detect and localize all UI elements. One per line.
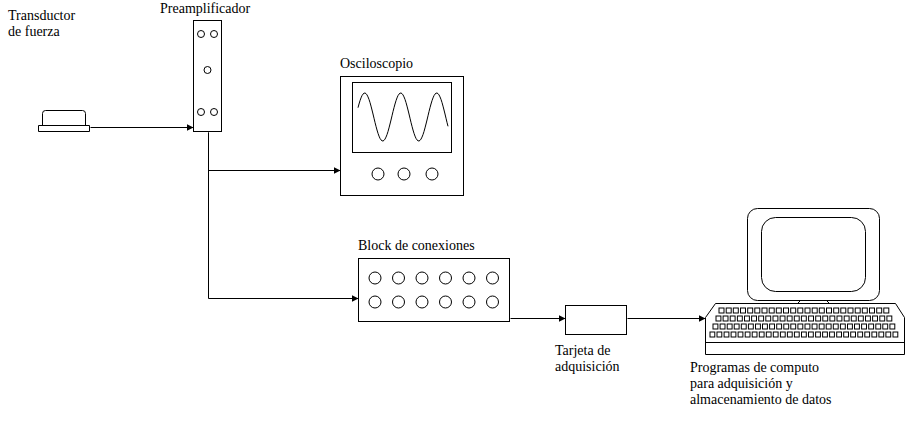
node-label: Preamplificador xyxy=(160,1,250,17)
connection-block: Block de conexiones xyxy=(358,258,510,322)
connection-block-drawing xyxy=(358,258,510,322)
node-label: Tarjeta de adquisición xyxy=(555,343,615,375)
acquisition-card: Tarjeta de adquisición xyxy=(565,305,627,335)
oscilloscope-drawing xyxy=(340,76,464,196)
computer: Programas de computo para adquisición y … xyxy=(705,205,905,357)
node-label: Transductor de fuerza xyxy=(8,8,90,40)
node-label: Osciloscopio xyxy=(340,56,413,72)
signal-connector xyxy=(91,127,194,128)
force-transducer-drawing xyxy=(38,110,90,132)
signal-connector xyxy=(209,133,341,171)
signal-connector xyxy=(628,318,706,319)
node-label: Block de conexiones xyxy=(358,238,475,254)
oscilloscope: Osciloscopio xyxy=(340,76,464,196)
signal-connector xyxy=(209,133,359,299)
force-transducer: Transductor de fuerza xyxy=(38,110,90,132)
preamplifier: Preamplificador xyxy=(193,20,222,132)
acquisition-card-drawing xyxy=(565,305,627,335)
node-label: Programas de computo para adquisición y … xyxy=(690,360,832,408)
computer-drawing xyxy=(705,205,905,357)
signal-connector xyxy=(511,318,566,319)
preamplifier-drawing xyxy=(193,20,222,132)
